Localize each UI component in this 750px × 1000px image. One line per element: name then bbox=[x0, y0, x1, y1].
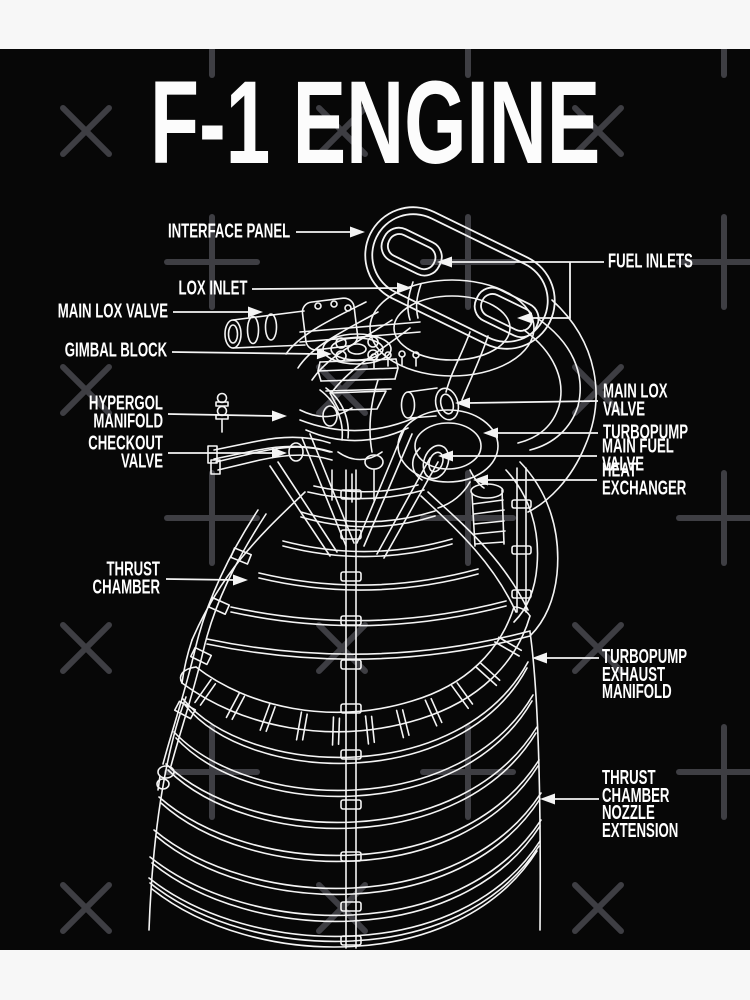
label-gimbal-block: GIMBAL BLOCK bbox=[64, 339, 167, 362]
leader-heat-exchanger bbox=[472, 473, 597, 487]
manifold-segments bbox=[194, 636, 523, 746]
label-turbopump: TURBOPUMP bbox=[603, 421, 689, 444]
label-fuel-inlets: FUEL INLETS bbox=[608, 250, 693, 273]
main-lox-valve-left bbox=[224, 297, 359, 351]
leader-fuel-inlets bbox=[436, 255, 604, 325]
right-ducts bbox=[505, 299, 597, 637]
leader-main-lox-valve-right bbox=[454, 396, 599, 410]
thrust-chamber bbox=[181, 484, 531, 684]
leader-turbopump-exhaust-manifold bbox=[531, 651, 599, 665]
hypergol-and-checkout bbox=[207, 392, 333, 475]
top-margin-band bbox=[0, 0, 750, 49]
turbopump-exhaust-manifold bbox=[179, 606, 531, 746]
leader-main-lox-valve-left bbox=[173, 305, 264, 319]
label-main-fuel-valve: MAIN FUEL VALVE bbox=[602, 435, 674, 475]
leader-thrust-chamber bbox=[165, 573, 249, 587]
turbopump-assembly bbox=[397, 387, 506, 547]
leader-lines bbox=[165, 225, 604, 806]
page-title: F-1 ENGINE bbox=[0, 64, 750, 182]
injector-cluster bbox=[288, 321, 421, 503]
leader-interface-panel bbox=[296, 225, 366, 239]
label-checkout-valve: CHECKOUT VALVE bbox=[88, 432, 163, 472]
label-interface-panel: INTERFACE PANEL bbox=[167, 220, 290, 243]
leader-checkout-valve bbox=[168, 446, 288, 460]
leader-gimbal-block bbox=[171, 347, 333, 361]
label-thrust-chamber: THRUST CHAMBER bbox=[92, 558, 160, 598]
leader-turbopump bbox=[482, 426, 598, 440]
page-title-text: F-1 ENGINE bbox=[149, 56, 601, 189]
leader-nozzle-extension bbox=[539, 792, 599, 806]
label-thrust-chamber-nozzle-extension: THRUST CHAMBER NOZZLE EXTENSION bbox=[602, 767, 679, 842]
label-heat-exchanger: HEAT EXCHANGER bbox=[602, 459, 687, 499]
leader-main-fuel-valve bbox=[437, 449, 597, 463]
label-main-lox-valve-left: MAIN LOX VALVE bbox=[57, 300, 168, 323]
label-turbopump-exhaust-manifold: TURBOPUMP EXHAUST MANIFOLD bbox=[602, 645, 688, 703]
engine-line-art bbox=[148, 206, 597, 949]
leader-lox-inlet bbox=[251, 281, 413, 295]
center-pipe bbox=[340, 469, 362, 949]
manifold-pipes bbox=[285, 301, 489, 401]
label-hypergol-manifold: HYPERGOL MANIFOLD bbox=[88, 392, 163, 432]
bottom-margin-band bbox=[0, 950, 750, 1000]
leader-hypergol-manifold bbox=[167, 409, 288, 423]
label-lox-inlet: LOX INLET bbox=[178, 277, 247, 300]
label-main-lox-valve-right: MAIN LOX VALVE bbox=[603, 380, 668, 420]
nozzle-extension bbox=[148, 631, 542, 948]
